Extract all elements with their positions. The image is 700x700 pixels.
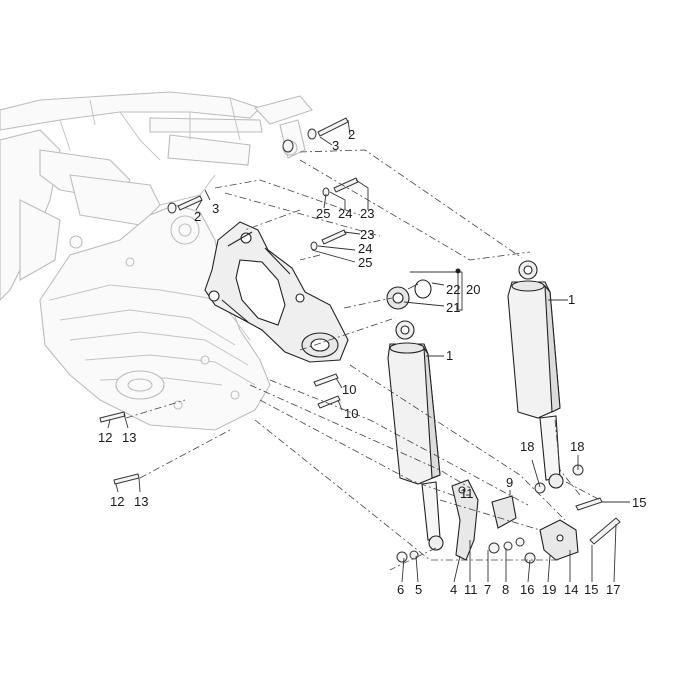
callout-19: 19: [542, 582, 556, 597]
callout-11-lower: 11: [464, 582, 478, 597]
callout-18-right: 18: [570, 439, 584, 454]
callout-4: 4: [450, 582, 457, 597]
callout-1-left: 1: [446, 348, 453, 363]
engine-support-bracket: [204, 221, 349, 363]
callout-25-upper: 25: [316, 206, 330, 221]
callout-17: 17: [606, 582, 620, 597]
alignment-lines: [125, 149, 601, 571]
lower-bracket-right: [539, 519, 579, 561]
callout-15-lower: 15: [584, 582, 598, 597]
callout-20: 20: [466, 282, 480, 297]
callout-2-top: 2: [348, 127, 355, 142]
callout-13-lower: 13: [134, 494, 148, 509]
bearing-assembly: [386, 279, 432, 310]
callout-7: 7: [484, 582, 491, 597]
callout-3-mid: 3: [212, 201, 219, 216]
callout-5: 5: [415, 582, 422, 597]
callout-24-lower: 24: [358, 241, 372, 256]
scooter-frame: [0, 91, 313, 301]
shock-absorber-rear-left: [387, 320, 444, 551]
callout-12-upper: 12: [98, 430, 112, 445]
callout-23-upper: 23: [360, 206, 374, 221]
leader-lines: [107, 119, 630, 583]
callout-11-upper: 11: [460, 486, 474, 501]
callout-2-mid: 2: [194, 209, 201, 224]
callout-18-left: 18: [520, 439, 534, 454]
callout-24-upper: 24: [338, 206, 352, 221]
callout-8: 8: [502, 582, 509, 597]
callout-13-upper: 13: [122, 430, 136, 445]
callout-3-top: 3: [332, 138, 339, 153]
callout-1-right: 1: [568, 292, 575, 307]
callout-22: 22: [446, 282, 460, 297]
callout-25-lower: 25: [358, 255, 372, 270]
callout-10-lower: 10: [344, 406, 358, 421]
callout-21: 21: [446, 300, 460, 315]
callout-labels: 1 1 2 2 3 3 4 5 6 7 8 9 10 10 11 11 12 1…: [98, 127, 646, 597]
callout-16: 16: [520, 582, 534, 597]
callout-10-upper: 10: [342, 382, 356, 397]
callout-6: 6: [397, 582, 404, 597]
callout-14: 14: [564, 582, 578, 597]
fasteners: [99, 117, 621, 564]
callout-dot: [455, 268, 461, 274]
plate-9: [491, 495, 517, 529]
engine-transmission-block: [39, 204, 271, 431]
callout-23-lower: 23: [360, 227, 374, 242]
callout-15-upper: 15: [632, 495, 646, 510]
shock-absorber-rear-right: [507, 260, 564, 489]
callout-9: 9: [506, 475, 513, 490]
callout-12-lower: 12: [110, 494, 124, 509]
